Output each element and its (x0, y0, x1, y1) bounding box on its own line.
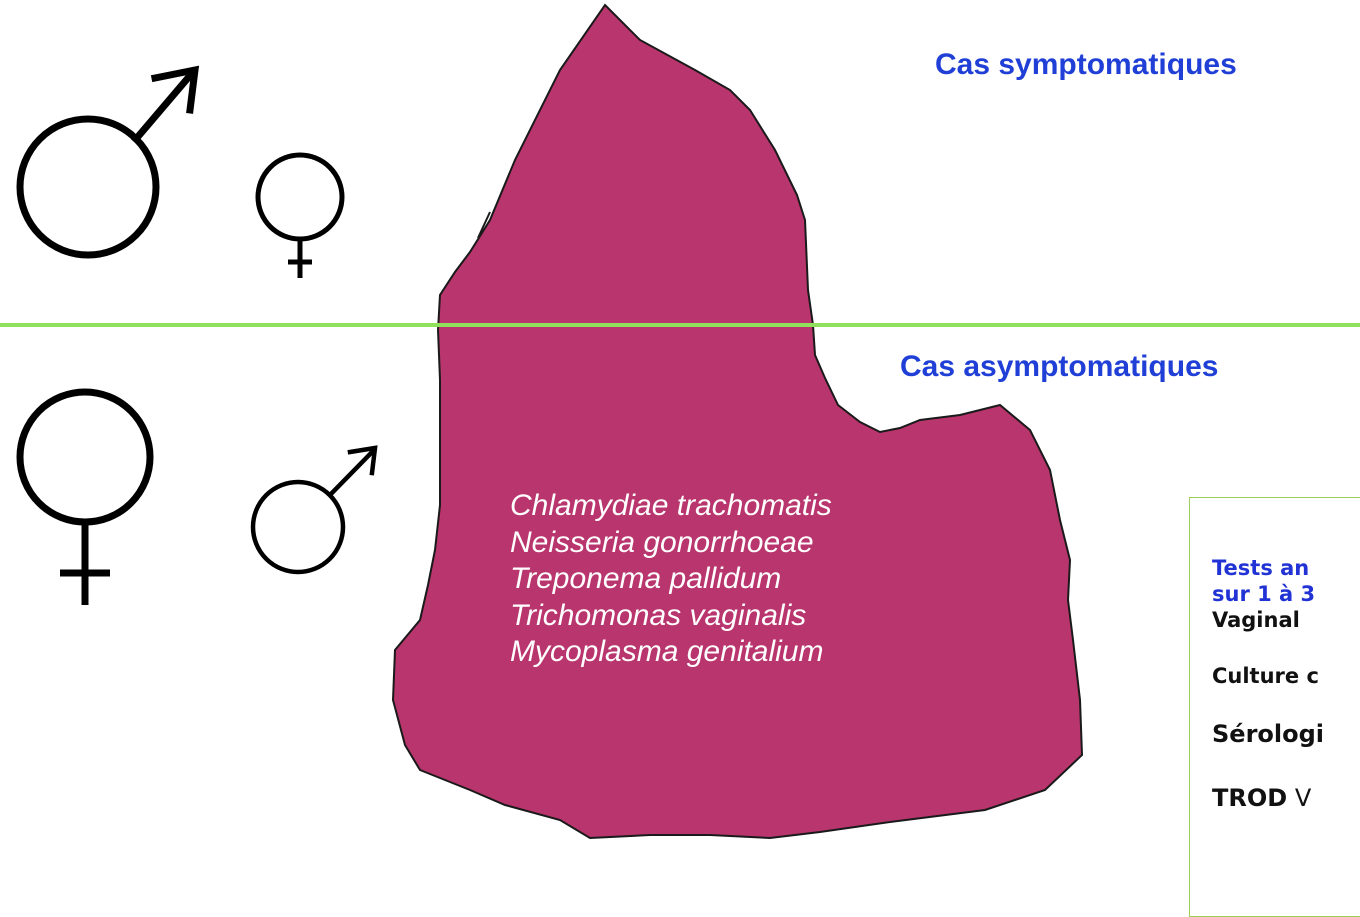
species-item: Mycoplasma genitalium (510, 634, 832, 671)
info-line: Sérologi (1212, 720, 1324, 748)
species-list: Chlamydiae trachomatis Neisseria gonorrh… (510, 488, 832, 671)
info-line: TROD V (1212, 784, 1311, 812)
info-line: Culture c (1212, 664, 1319, 688)
trod-suffix: V (1287, 784, 1311, 812)
species-item: Chlamydiae trachomatis (510, 488, 832, 525)
female-symbol-icon (258, 155, 342, 278)
symptomatic-heading: Cas symptomatiques (935, 48, 1237, 82)
info-line: sur 1 à 3 (1212, 582, 1315, 606)
diagram-graphics (0, 0, 1360, 885)
trod-label: TROD (1212, 784, 1287, 812)
female-symbol-icon (20, 392, 150, 605)
info-line: Vaginal (1212, 608, 1300, 632)
species-item: Treponema pallidum (510, 561, 832, 598)
iceberg-shape (393, 5, 1082, 838)
male-symbol-icon (20, 70, 195, 255)
male-symbol-icon (253, 448, 375, 572)
species-item: Neisseria gonorrhoeae (510, 525, 832, 562)
species-item: Trichomonas vaginalis (510, 598, 832, 635)
asymptomatic-heading: Cas asymptomatiques (900, 350, 1218, 384)
info-line: Tests an (1212, 556, 1309, 580)
tests-info-box: Tests an sur 1 à 3 Vaginal Culture c Sér… (1189, 497, 1360, 917)
